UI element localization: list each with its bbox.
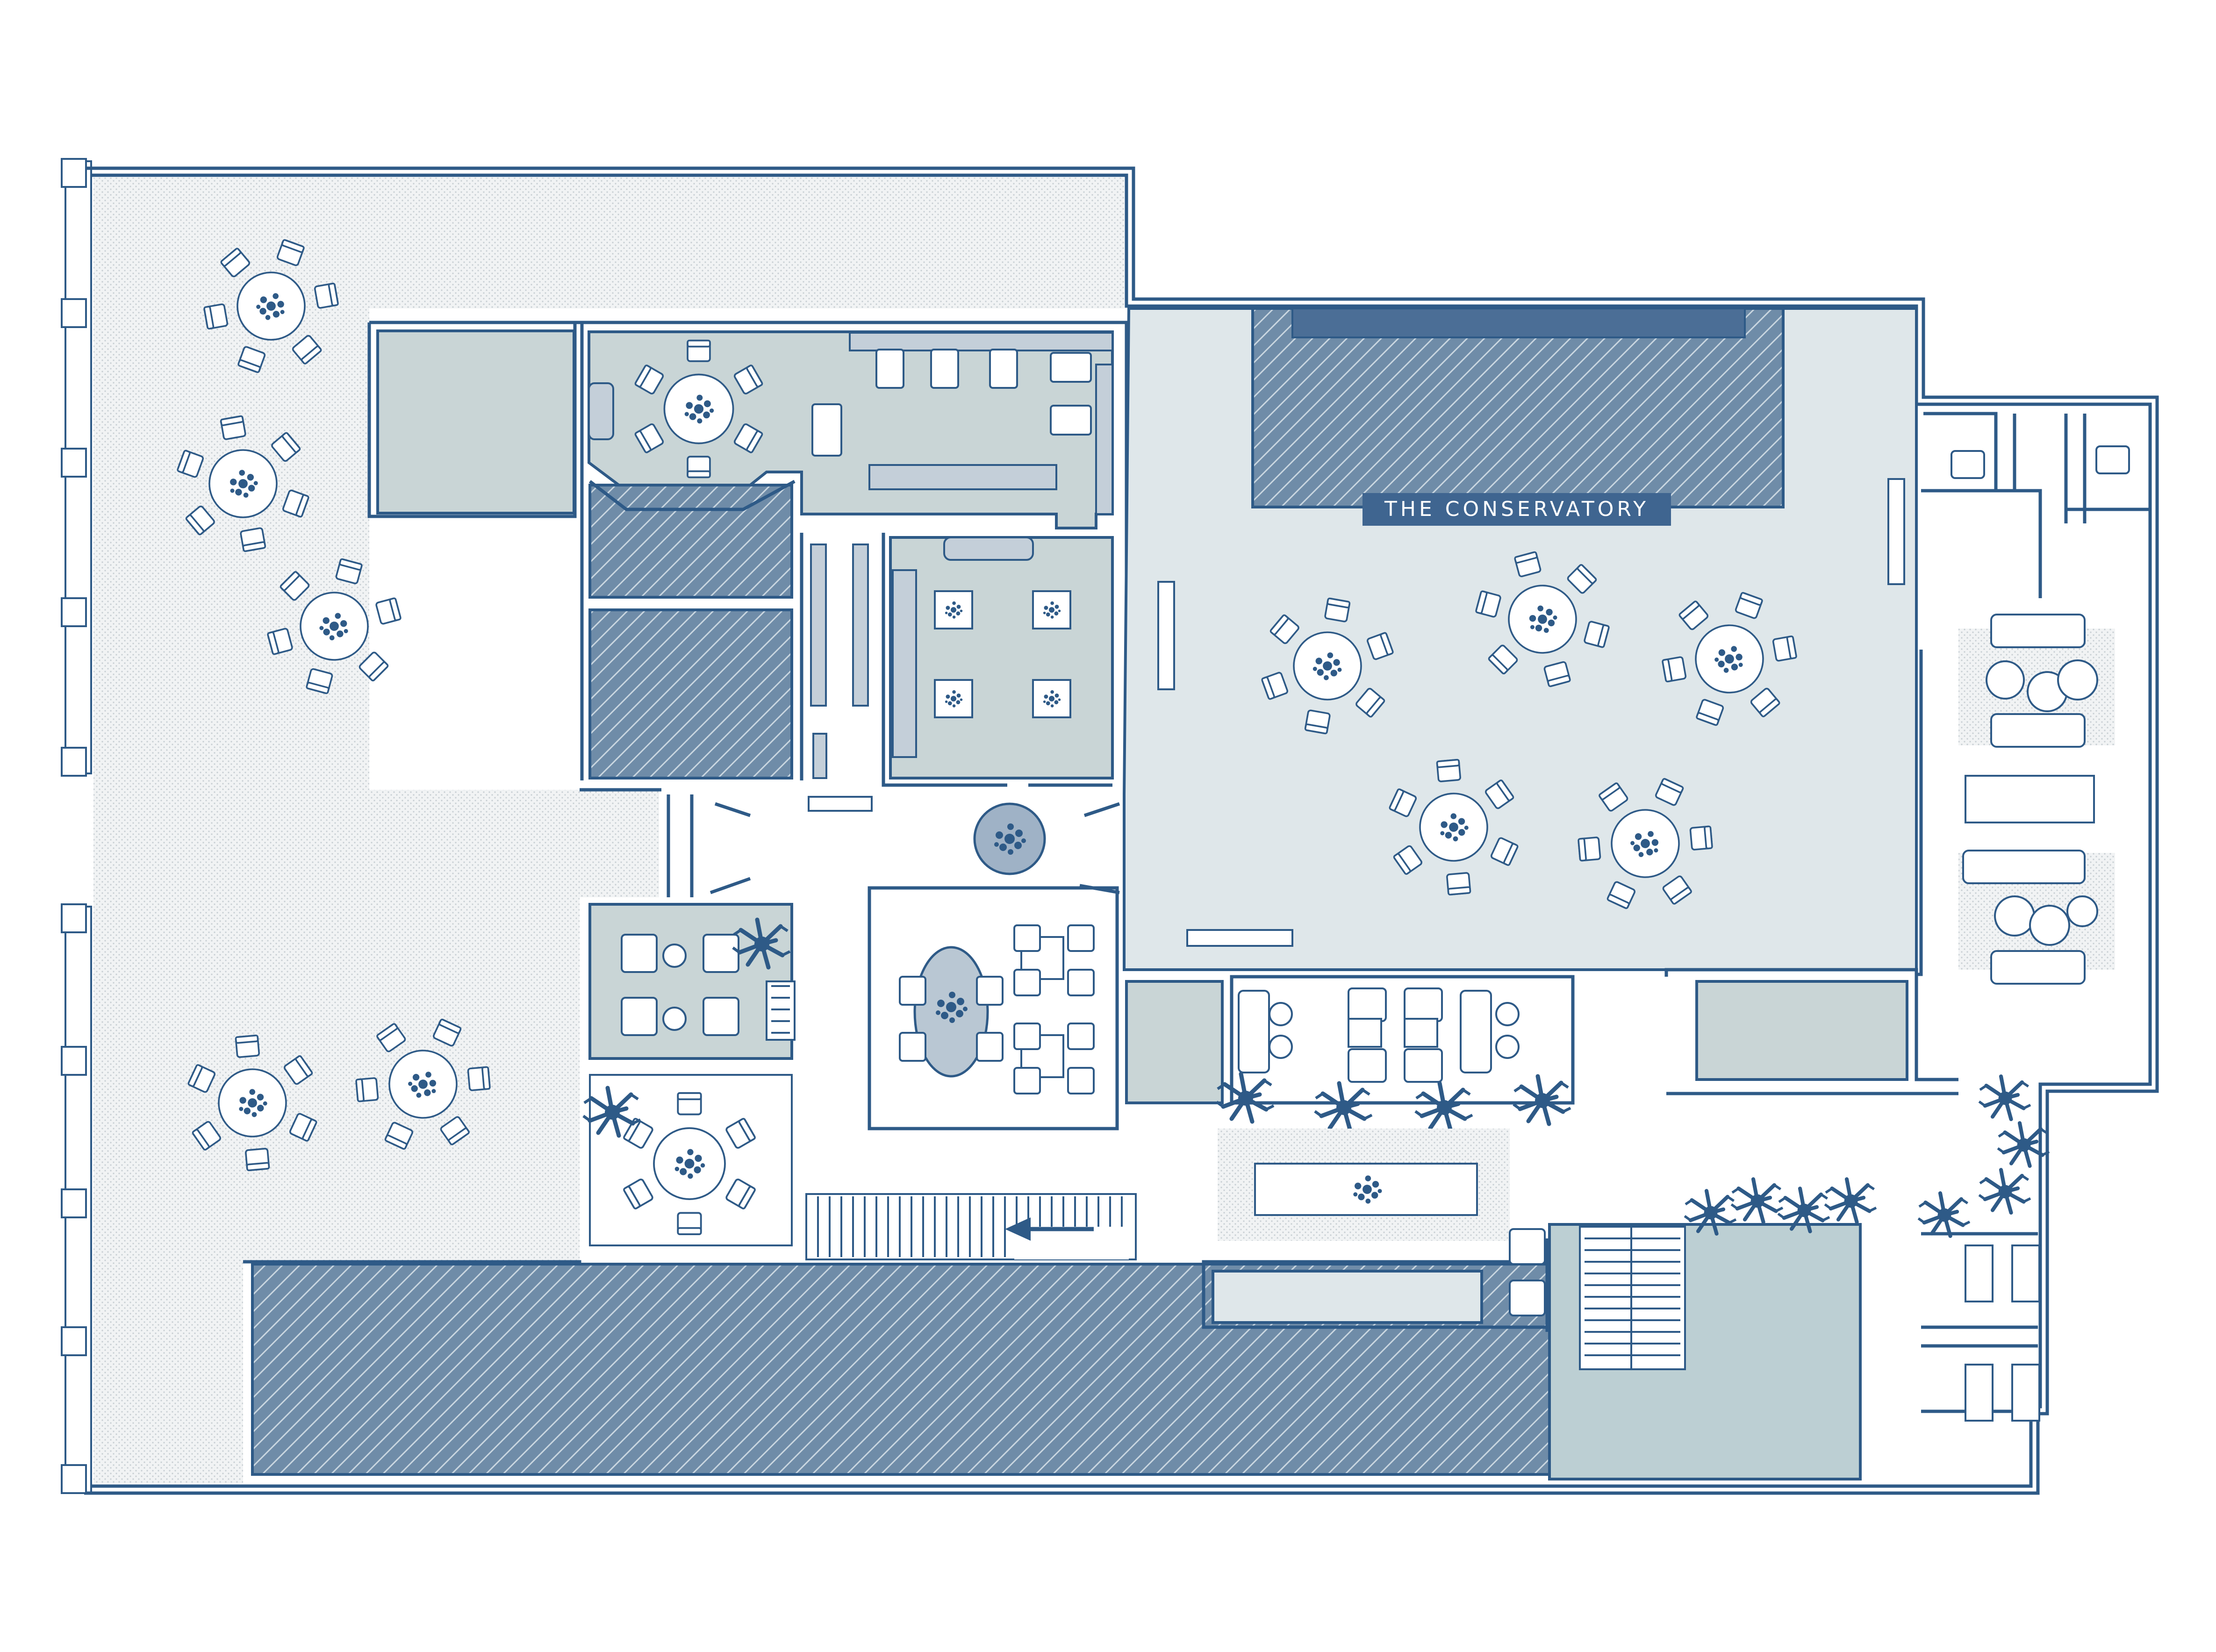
dining-room-oval xyxy=(868,886,1119,1130)
east-wing xyxy=(1916,412,2150,985)
planters xyxy=(1685,1076,2049,1236)
private-dining-room xyxy=(588,330,1114,529)
main-stairs[interactable] xyxy=(805,1193,1137,1260)
plant-icon xyxy=(1315,1083,1372,1131)
lounge-chairs[interactable] xyxy=(621,934,739,1036)
lounge-seating-1[interactable] xyxy=(1958,614,2115,748)
foyer-centerpiece xyxy=(667,794,1120,897)
round-table-room xyxy=(583,1074,793,1246)
lounge-room xyxy=(588,903,796,1060)
lounge-bench-area xyxy=(1217,975,1575,1131)
plant-icon xyxy=(1513,1076,1571,1124)
sofas[interactable] xyxy=(1238,987,1520,1083)
small-tables[interactable] xyxy=(934,590,1071,718)
interior-walls xyxy=(367,321,1128,792)
plant-icon xyxy=(1918,1193,1970,1236)
toilet-icon xyxy=(1965,1244,1994,1302)
west-window-wall xyxy=(61,158,92,1494)
conservatory: THE CONSERVATORY xyxy=(1123,307,1918,971)
room-label: THE CONSERVATORY xyxy=(1384,497,1649,521)
lounge-seating-2[interactable] xyxy=(1958,850,2115,985)
plant-icon xyxy=(1979,1076,2030,1119)
plant-icon xyxy=(1825,1179,1876,1222)
toilet-icon xyxy=(2011,1244,2040,1302)
bar-area xyxy=(800,533,1114,812)
hall-bench xyxy=(1218,1129,1510,1241)
south-hatched-area xyxy=(243,1223,1862,1480)
plant-icon xyxy=(1217,1074,1274,1122)
plant-icon xyxy=(1415,1083,1472,1131)
toilet-icon xyxy=(2011,1364,2040,1422)
conservatory-label: THE CONSERVATORY xyxy=(1363,493,1671,526)
terrace xyxy=(93,178,1124,1484)
plant-icon xyxy=(1979,1170,2030,1213)
plant-icon xyxy=(1731,1179,1783,1222)
chairs-cluster[interactable] xyxy=(1013,924,1095,1094)
storage-blocks xyxy=(588,479,796,780)
service-room xyxy=(1125,980,1224,1104)
east-lower-rooms xyxy=(1664,968,2040,1422)
arrow-left-icon xyxy=(1005,1217,1129,1259)
toilet-icon xyxy=(1965,1364,1994,1422)
